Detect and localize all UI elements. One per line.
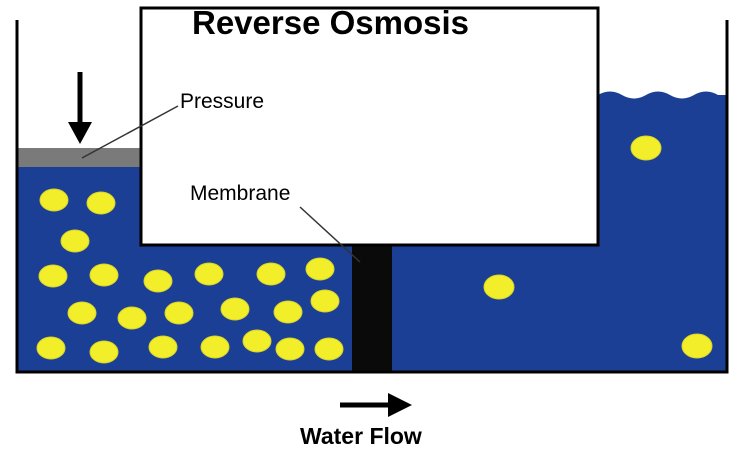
solute-particle [143, 269, 173, 293]
solute-particle [305, 257, 335, 281]
solute-particle [36, 336, 66, 360]
solute-particle [89, 263, 119, 287]
solute-particle [483, 274, 515, 300]
right-chamber-particles [483, 135, 713, 359]
solute-particle [60, 229, 90, 253]
membrane-label: Membrane [190, 182, 290, 205]
piston [17, 148, 141, 167]
solute-particle [256, 262, 286, 286]
pressure-leader-line [81, 105, 179, 159]
water-flow-label: Water Flow [300, 423, 422, 449]
center-divider-block [139, 6, 600, 247]
solute-particle [38, 264, 68, 288]
pressure-label: Pressure [180, 90, 264, 113]
membrane [352, 245, 392, 372]
solute-particle [148, 335, 178, 359]
arrow-down-icon [68, 72, 92, 144]
solute-particle [86, 191, 116, 215]
left-chamber-particles [36, 188, 344, 364]
solute-particle [630, 135, 662, 161]
solute-particle [220, 297, 250, 321]
solute-particle [242, 329, 272, 353]
solute-particle [200, 335, 230, 359]
solute-particle [273, 300, 303, 324]
solute-particle [194, 262, 224, 286]
right-chamber-water [392, 91, 727, 372]
solute-particle [681, 333, 713, 359]
solute-particle [117, 306, 147, 330]
solute-particle [39, 188, 69, 212]
diagram-title: Reverse Osmosis [192, 4, 469, 41]
solute-particle [310, 289, 340, 313]
solute-particle [164, 301, 194, 325]
solute-particle [314, 337, 344, 361]
solute-particle [67, 301, 97, 325]
solute-particle [275, 337, 305, 361]
membrane-leader-line [299, 206, 361, 263]
container-outline [15, 20, 729, 374]
solute-particle [89, 340, 119, 364]
arrow-right-icon [340, 393, 412, 417]
